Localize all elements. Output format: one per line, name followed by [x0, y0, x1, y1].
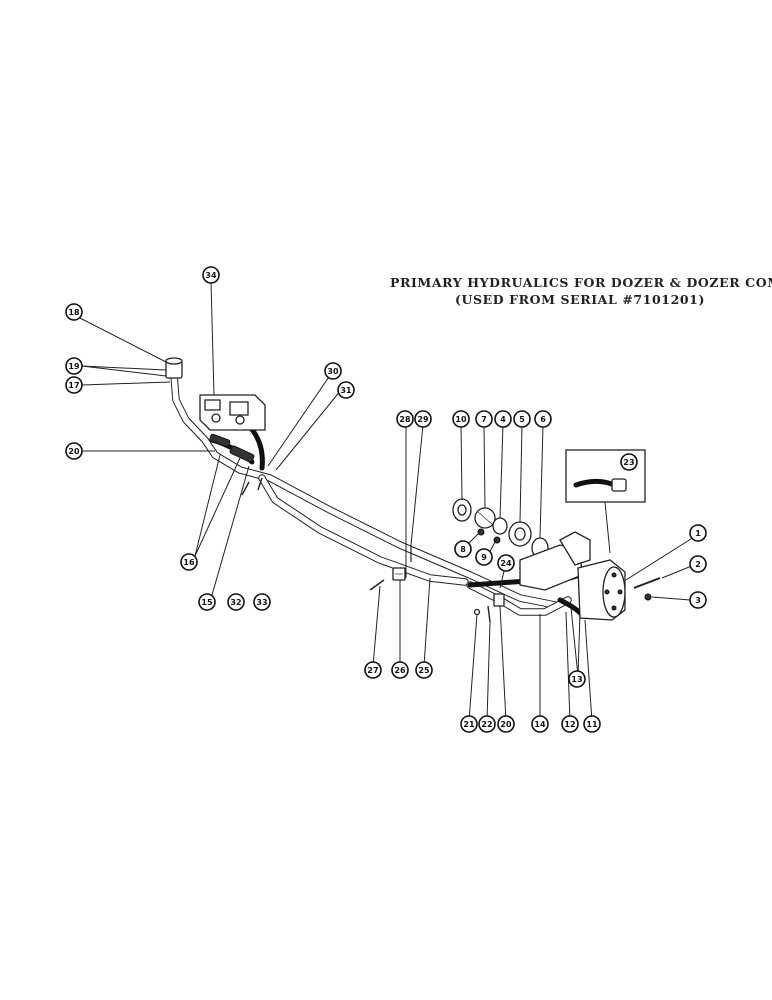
svg-text:7: 7 — [481, 415, 487, 424]
svg-text:31: 31 — [340, 386, 352, 395]
callout-18: 18 — [65, 303, 83, 321]
callout-23: 23 — [620, 453, 638, 471]
callout-13: 13 — [568, 670, 586, 688]
svg-text:6: 6 — [540, 415, 546, 424]
callout-10: 10 — [452, 410, 470, 428]
callout-11: 11 — [583, 715, 601, 733]
callout-14: 14 — [531, 715, 549, 733]
svg-text:28: 28 — [399, 415, 411, 424]
callout-29: 29 — [414, 410, 432, 428]
svg-text:8: 8 — [460, 545, 466, 554]
callout-12: 12 — [561, 715, 579, 733]
svg-text:24: 24 — [500, 559, 512, 568]
callouts: 34 18 19 17 20 16 15 32 33 30 31 28 29 1… — [65, 266, 707, 733]
svg-text:1: 1 — [695, 529, 701, 538]
callout-20: 20 — [65, 442, 83, 460]
callout-5: 5 — [513, 410, 531, 428]
svg-text:30: 30 — [327, 367, 339, 376]
svg-text:18: 18 — [68, 308, 80, 317]
pipe-clamp — [392, 567, 505, 607]
callout-2: 2 — [689, 555, 707, 573]
svg-text:34: 34 — [205, 271, 217, 280]
svg-text:22: 22 — [481, 720, 492, 729]
svg-text:27: 27 — [367, 666, 378, 675]
svg-text:25: 25 — [418, 666, 430, 675]
svg-text:3: 3 — [695, 596, 701, 605]
callout-32: 32 — [227, 593, 245, 611]
pump-bolt — [633, 577, 661, 601]
callout-28: 28 — [396, 410, 414, 428]
svg-text:2: 2 — [695, 560, 701, 569]
callout-7: 7 — [475, 410, 493, 428]
diagram-title: PRIMARY HYDRUALICS FOR DOZER & DOZER COM… — [390, 275, 772, 290]
svg-text:13: 13 — [571, 675, 582, 684]
callout-33: 33 — [253, 593, 271, 611]
callout-8: 8 — [454, 540, 472, 558]
svg-text:32: 32 — [230, 598, 241, 607]
svg-text:14: 14 — [534, 720, 546, 729]
callout-3: 3 — [689, 591, 707, 609]
callout-21: 21 — [460, 715, 478, 733]
leader-lines — [79, 281, 695, 722]
callout-6: 6 — [534, 410, 552, 428]
svg-text:20: 20 — [500, 720, 512, 729]
svg-text:17: 17 — [68, 381, 79, 390]
callout-20-lower: 20 — [497, 715, 515, 733]
control-valve — [199, 394, 266, 431]
callout-25: 25 — [415, 661, 433, 679]
svg-text:21: 21 — [463, 720, 475, 729]
svg-text:12: 12 — [564, 720, 575, 729]
svg-text:5: 5 — [519, 415, 525, 424]
callout-17: 17 — [65, 376, 83, 394]
hydraulic-pump — [519, 531, 626, 621]
svg-text:20: 20 — [68, 447, 80, 456]
hose-clamps — [209, 433, 255, 463]
callout-19: 19 — [65, 357, 83, 375]
svg-text:16: 16 — [183, 558, 195, 567]
svg-text:10: 10 — [455, 415, 467, 424]
callout-27: 27 — [364, 661, 382, 679]
svg-text:19: 19 — [68, 362, 80, 371]
pipe-lines — [170, 371, 572, 616]
svg-text:33: 33 — [256, 598, 267, 607]
callout-16: 16 — [180, 553, 198, 571]
svg-text:9: 9 — [481, 553, 487, 562]
callout-24: 24 — [497, 554, 515, 572]
callout-34: 34 — [202, 266, 220, 284]
callout-30: 30 — [324, 362, 342, 380]
diagram-subtitle: (USED FROM SERIAL #7101201) — [454, 292, 705, 307]
svg-text:26: 26 — [394, 666, 406, 675]
callout-15: 15 — [198, 593, 216, 611]
callout-1: 1 — [689, 524, 707, 542]
callout-9: 9 — [475, 548, 493, 566]
svg-text:4: 4 — [500, 415, 506, 424]
fitting-18 — [165, 357, 183, 379]
callout-26: 26 — [391, 661, 409, 679]
callout-4: 4 — [494, 410, 512, 428]
svg-text:15: 15 — [201, 598, 213, 607]
callout-22: 22 — [478, 715, 496, 733]
svg-text:29: 29 — [417, 415, 429, 424]
svg-text:11: 11 — [586, 720, 598, 729]
callout-31: 31 — [337, 381, 355, 399]
svg-text:23: 23 — [623, 458, 634, 467]
